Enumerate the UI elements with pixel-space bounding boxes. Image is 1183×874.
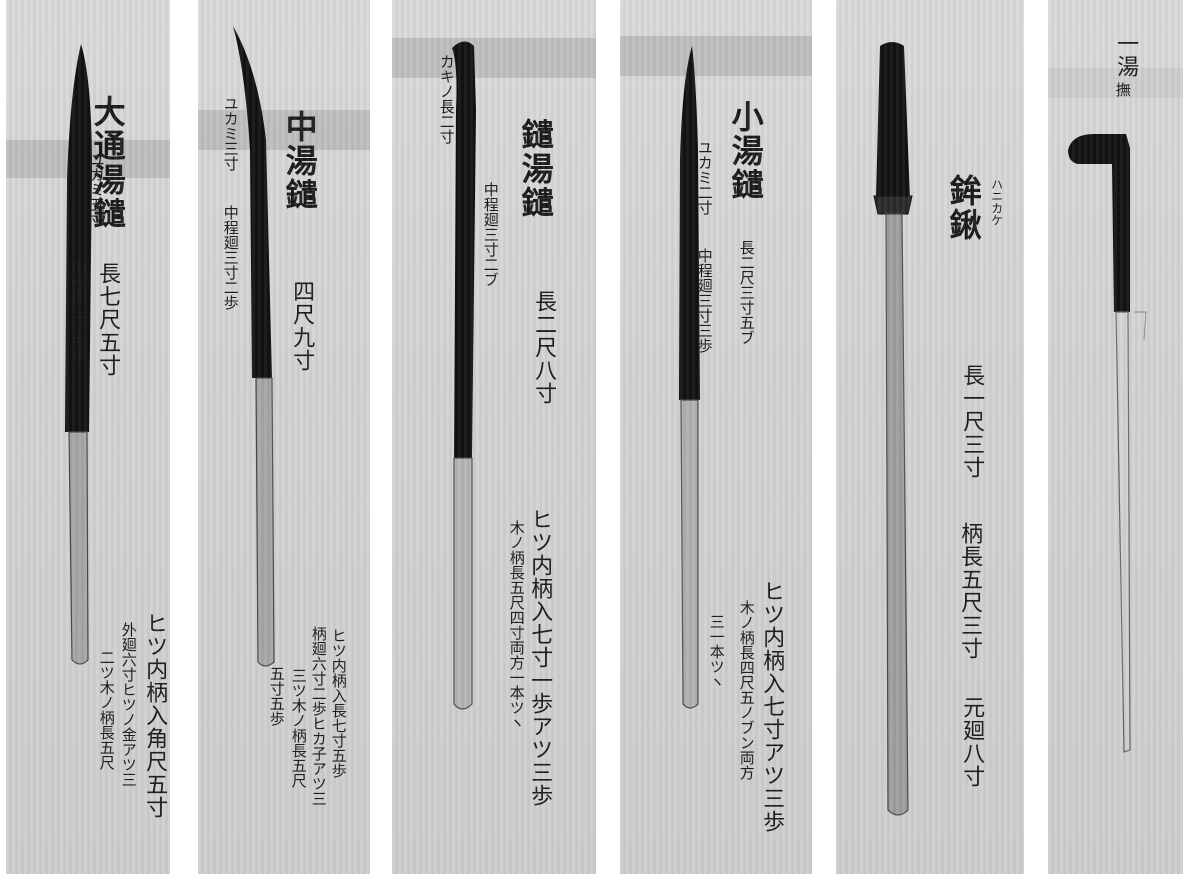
tool-title: 鉾鍬 xyxy=(944,174,983,242)
blade-note: ユカミ二寸 xyxy=(695,140,714,215)
handle-note-3: 三一本ツヽ xyxy=(707,614,726,689)
circumference-note: 中程廻三寸二ブ xyxy=(481,182,500,287)
handle-note-2: 木ノ柄長四尺五ノブン両方 xyxy=(737,600,756,780)
yari-tool-drawing xyxy=(233,26,275,667)
handle-note-3: 三ツ木ノ柄長五尺 xyxy=(289,668,308,788)
handle-note-1: ヒツ内柄入角尺五寸 xyxy=(142,612,168,819)
tool-title: 中湯鑓 xyxy=(280,110,319,212)
panel-hanikake: 鉾鍬 ハニカケ 長一尺三寸 柄長五尺三寸 元廻八寸 xyxy=(836,0,1024,874)
panel-yu-naderu: 一湯 撫 xyxy=(1048,0,1183,874)
tool-length: 四尺九寸 xyxy=(289,280,315,372)
handle-note-4: 五寸五歩 xyxy=(267,666,286,726)
rake-tool-drawing xyxy=(1068,134,1147,753)
paper-fold-band xyxy=(392,38,596,78)
base-circumference: 元廻八寸 xyxy=(959,696,985,788)
circumference-note: 中程廻三寸三歩 xyxy=(695,248,714,353)
blade-note: ユカミ五寸 xyxy=(87,152,106,227)
panel-ko-yuyari: 小湯鑓 長二尺三寸五ブ ユカミ二寸 中程廻三寸三歩 ヒツ内柄入七寸アツ三歩 木ノ… xyxy=(620,0,812,874)
tool-length: 長二尺八寸 xyxy=(531,290,557,405)
handle-note-1: ヒツ内柄入長七寸五歩 xyxy=(329,628,348,778)
handle-note-2: 柄廻六寸二歩ヒカ子アツ三 xyxy=(309,626,328,806)
tool-title: 一湯 xyxy=(1113,32,1139,78)
panel-ootsu-yuyari: 大通湯鑓 長七尺五寸 ユカミ五寸 中程廻三寸五歩 ヒツ内柄入角尺五寸 外廻六寸ヒ… xyxy=(6,0,170,874)
paper-fold-band xyxy=(620,36,812,76)
panel-naka-yuyari: 中湯鑓 四尺九寸 ユカミ三寸 中程廻三寸二歩 ヒツ内柄入長七寸五歩 柄廻六寸二歩… xyxy=(198,0,370,874)
tool-title: 鑓湯鑓 xyxy=(516,118,555,220)
tool-length: 長一尺三寸 xyxy=(959,364,985,479)
circumference-note: 中程廻三寸五歩 xyxy=(69,260,88,365)
handle-note-2: 外廻六寸ヒツノ金アツ三 xyxy=(119,622,138,787)
handle-note-2: 木ノ柄長五尺四寸両方一本ツヽ xyxy=(507,520,526,730)
paper-fold-band xyxy=(1048,68,1183,98)
yari-tool-drawing xyxy=(679,46,700,709)
handle-length: 柄長五尺三寸 xyxy=(957,522,983,660)
handle-note-3: 二ツ木ノ柄長五尺 xyxy=(97,650,116,770)
yari-tool-drawing xyxy=(65,44,92,665)
tool-subtitle: 撫 xyxy=(1113,82,1132,97)
handle-note-1: ヒツ内柄入七寸アツ三歩 xyxy=(759,580,785,833)
tool-length: 長七尺五寸 xyxy=(95,262,121,377)
tool-title: 小湯鑓 xyxy=(726,100,765,202)
tool-length: 長二尺三寸五ブ xyxy=(737,240,756,345)
panel-kagi-yuyari: カキノ長二寸 鑓湯鑓 中程廻三寸二ブ 長二尺八寸 ヒツ内柄入七寸一歩アツ三歩 木… xyxy=(392,0,596,874)
blade-note: ユカミ三寸 xyxy=(221,96,240,171)
yari-tool-drawing xyxy=(452,41,476,710)
handle-note-1: ヒツ内柄入七寸一歩アツ三歩 xyxy=(527,508,553,807)
circumference-note: 中程廻三寸二歩 xyxy=(221,205,240,310)
paper-fold-band xyxy=(198,110,370,150)
tool-ruby: ハニカケ xyxy=(989,178,1004,226)
tool-title: 大通湯鑓 xyxy=(88,95,127,231)
blade-note: カキノ長二寸 xyxy=(437,54,456,144)
hoe-tool-drawing xyxy=(873,42,913,816)
